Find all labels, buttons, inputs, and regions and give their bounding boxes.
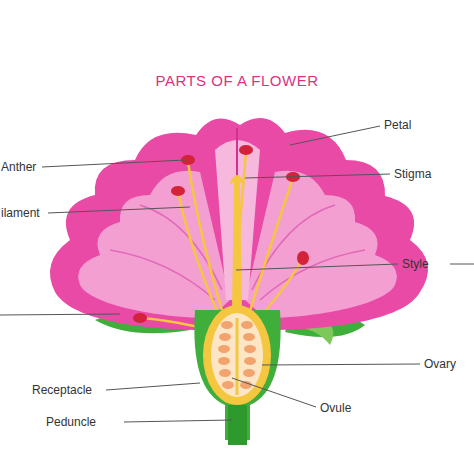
petal: [50, 118, 428, 330]
part-label: Receptacle: [32, 383, 92, 397]
petal: [78, 171, 230, 318]
leader-line: [0, 126, 474, 422]
part-label: Ovary: [424, 357, 456, 371]
part-label: Style: [402, 257, 429, 271]
part-label: ilament: [1, 206, 40, 220]
diagram-title: PARTS OF A FLOWER: [0, 72, 474, 90]
petal: [245, 171, 397, 318]
style: [232, 180, 242, 310]
stigma: [229, 175, 245, 185]
ovary-axis: [236, 318, 239, 395]
part-label: Peduncle: [46, 415, 96, 429]
part-label: Stigma: [394, 167, 431, 181]
part-label: Petal: [384, 118, 411, 132]
ovary: [203, 305, 271, 405]
part-label: Ovule: [320, 401, 351, 415]
part-label: Anther: [1, 160, 36, 174]
ovary-inner: [211, 313, 263, 397]
anther: [133, 145, 309, 323]
peduncle: [228, 405, 247, 445]
filament: [142, 152, 302, 332]
